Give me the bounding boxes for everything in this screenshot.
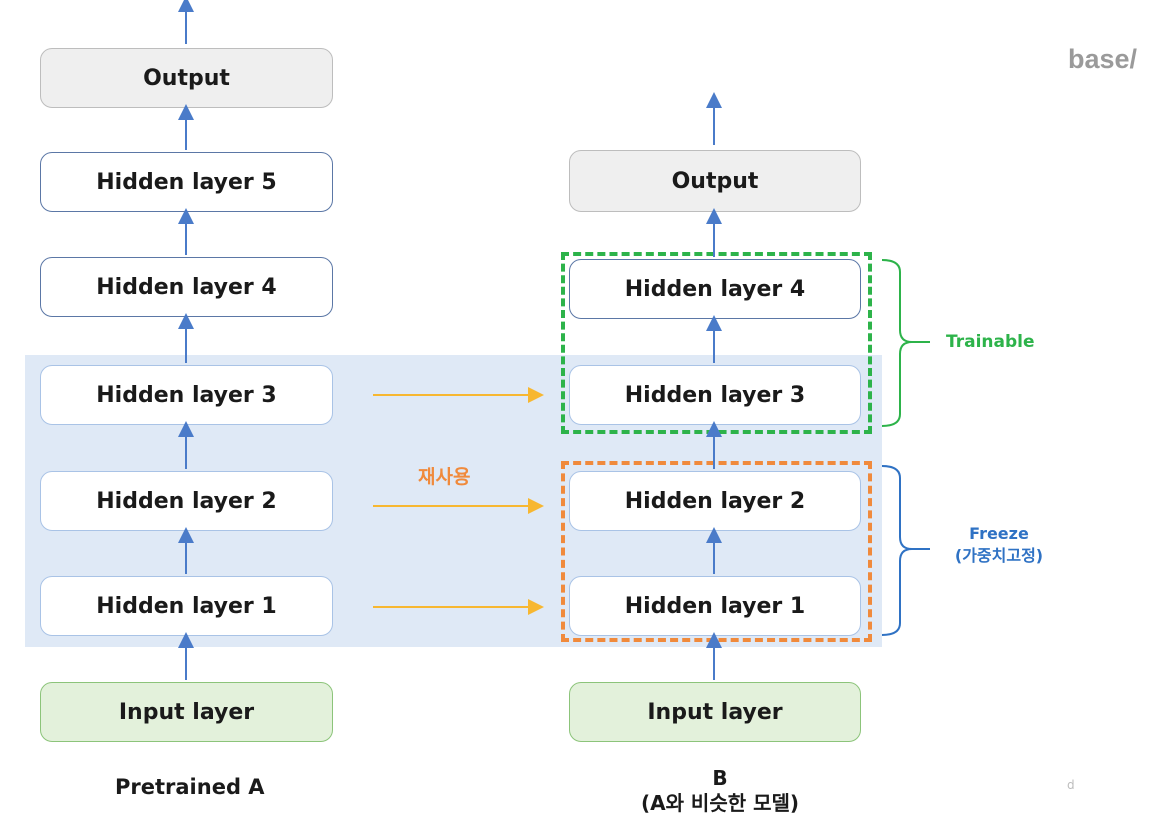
brand-logo: base/: [1068, 44, 1138, 74]
a-output-box: Output: [40, 48, 333, 108]
trainable-brace: [881, 259, 930, 427]
freeze-label-line1: Freeze: [969, 524, 1029, 543]
reuse-label: 재사용: [418, 466, 471, 488]
caption-pretrained-a: Pretrained A: [115, 775, 265, 799]
corner-mark: d: [1067, 778, 1075, 792]
b-hidden-layer-3: Hidden layer 3: [569, 365, 861, 425]
a-hidden-layer-5: Hidden layer 5: [40, 152, 333, 212]
caption-b-line2: (A와 비슷한 모델): [640, 791, 800, 815]
a-input-layer: Input layer: [40, 682, 333, 742]
b-output-box: Output: [569, 150, 861, 212]
b-hidden-layer-2: Hidden layer 2: [569, 471, 861, 531]
freeze-label: Freeze (가중치고정): [940, 523, 1058, 567]
a-hidden-layer-4: Hidden layer 4: [40, 257, 333, 317]
caption-b: B (A와 비슷한 모델): [620, 766, 820, 816]
a-hidden-layer-2: Hidden layer 2: [40, 471, 333, 531]
trainable-label: Trainable: [946, 332, 1035, 352]
freeze-label-line2: (가중치고정): [954, 546, 1044, 565]
freeze-brace: [881, 465, 930, 636]
b-hidden-layer-4: Hidden layer 4: [569, 259, 861, 319]
a-hidden-layer-1: Hidden layer 1: [40, 576, 333, 636]
b-input-layer: Input layer: [569, 682, 861, 742]
caption-b-line1: B: [712, 766, 728, 790]
